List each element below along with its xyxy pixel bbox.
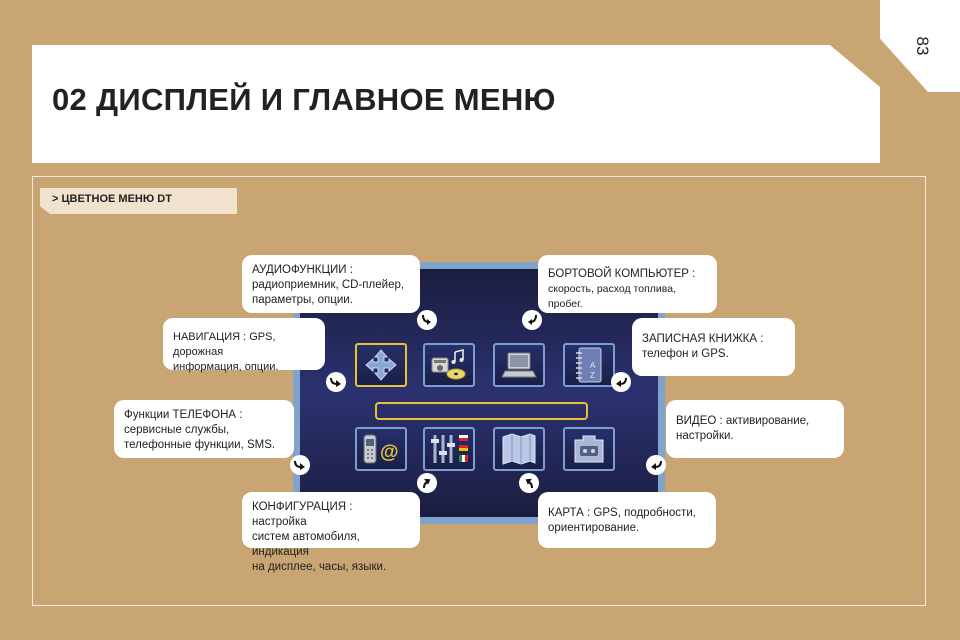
callout-audio-line-2: радиоприемник, CD-плейер, <box>252 279 405 291</box>
callout-map-line-1: КАРТА : GPS, подробности, <box>548 507 696 519</box>
display-status-bar <box>375 402 588 420</box>
callout-configuration-line-3: на дисплее, часы, языки. <box>252 561 387 573</box>
callout-map-line-2: ориентирование. <box>548 522 640 534</box>
address-book-letter-z: Z <box>590 371 595 380</box>
callout-telephone-line-2: сервисные службы, <box>124 424 230 436</box>
header-band <box>32 45 880 163</box>
section-label: > ЦВЕТНОЕ МЕНЮ DT <box>52 193 172 205</box>
callout-address-book-line-1: ЗАПИСНАЯ КНИЖКА : <box>642 333 764 345</box>
callout-map: КАРТА : GPS, подробности, ориентирование… <box>538 492 716 548</box>
callout-telephone-line-3: телефонные функции, SMS. <box>124 439 276 451</box>
section-tab <box>40 188 237 214</box>
callout-onboard-computer-line-2: скорость, расход топлива, пробег. <box>548 283 676 310</box>
callout-audio-line-3: параметры, опции. <box>252 294 353 306</box>
audio-icon <box>431 348 466 380</box>
map-tile[interactable] <box>493 427 545 471</box>
callout-configuration-line-2: систем автомобиля, индикация <box>252 531 360 558</box>
arrow-map-icon <box>519 473 539 493</box>
at-sign-icon: @ <box>380 442 399 463</box>
arrow-audio-icon <box>417 310 437 330</box>
callout-address-book-line-2: телефон и GPS. <box>642 348 729 360</box>
configuration-icon <box>431 435 468 463</box>
callout-video-line-2: настройки. <box>676 430 734 442</box>
address-book-tile[interactable]: A Z <box>563 343 615 387</box>
callout-onboard-computer-line-1: БОРТОВОЙ КОМПЬЮТЕР : <box>548 268 696 280</box>
callout-navigation: НАВИГАЦИЯ : GPS, дорожная информация, оп… <box>163 318 325 373</box>
map-icon <box>502 433 536 465</box>
onboard-computer-icon <box>501 352 537 378</box>
address-book-letter-a: A <box>590 361 596 370</box>
callout-navigation-line-1: НАВИГАЦИЯ : GPS, дорожная <box>173 331 276 358</box>
arrow-navigation-icon <box>326 372 346 392</box>
callout-audio-line-1: АУДИОФУНКЦИИ : <box>252 264 353 276</box>
callout-onboard-computer: БОРТОВОЙ КОМПЬЮТЕР : скорость, расход то… <box>538 255 717 313</box>
telephone-icon: @ <box>363 434 399 464</box>
callout-telephone: Функции ТЕЛЕФОНА : сервисные службы, тел… <box>114 400 294 458</box>
callout-configuration-line-1: КОНФИГУРАЦИЯ : настройка <box>252 501 353 528</box>
video-icon <box>574 435 604 463</box>
callout-video: ВИДЕО : активирование, настройки. <box>666 400 844 458</box>
arrow-address-book-icon <box>611 372 631 392</box>
arrow-configuration-icon <box>417 473 437 493</box>
navigation-tile[interactable] <box>355 343 407 387</box>
arrow-telephone-icon <box>290 455 310 475</box>
content-frame <box>32 176 926 606</box>
callout-audio: АУДИОФУНКЦИИ : радиоприемник, CD-плейер,… <box>242 255 420 313</box>
callout-address-book: ЗАПИСНАЯ КНИЖКА : телефон и GPS. <box>632 318 795 376</box>
arrow-video-icon <box>646 455 666 475</box>
video-tile[interactable] <box>563 427 615 471</box>
page-number: 83 <box>913 36 932 56</box>
audio-tile[interactable] <box>423 343 475 387</box>
callout-navigation-line-2: информация, опции. <box>173 361 279 373</box>
navigation-icon <box>365 349 397 381</box>
callout-telephone-line-1: Функции ТЕЛЕФОНА : <box>124 409 243 421</box>
arrow-onboard-computer-icon <box>522 310 542 330</box>
telephone-tile[interactable]: @ <box>355 427 407 471</box>
callout-configuration: КОНФИГУРАЦИЯ : настройка систем автомоби… <box>242 492 420 573</box>
onboard-computer-tile[interactable] <box>493 343 545 387</box>
callout-video-line-1: ВИДЕО : активирование, <box>676 415 810 427</box>
address-book-icon: A Z <box>576 347 602 383</box>
configuration-tile[interactable] <box>423 427 475 471</box>
page-title: 02 ДИСПЛЕЙ И ГЛАВНОЕ МЕНЮ <box>52 82 556 117</box>
